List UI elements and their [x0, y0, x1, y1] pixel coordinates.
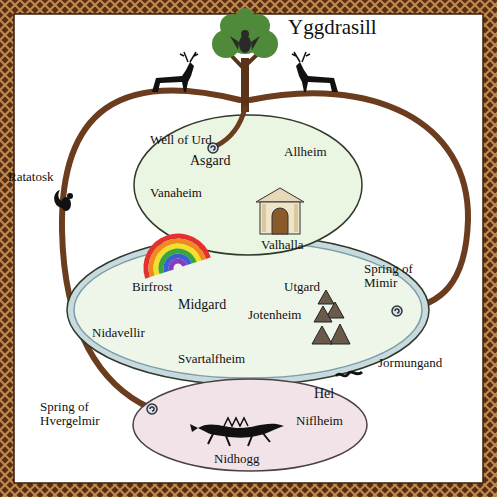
serpent — [336, 372, 362, 376]
ellipse-outline — [66, 234, 430, 386]
creature-label: Ratatosk — [8, 170, 54, 184]
deer — [152, 52, 198, 92]
deer — [292, 52, 338, 92]
title-label: Yggdrasill — [288, 16, 377, 38]
valhalla-hall — [256, 188, 304, 234]
realm-name: Asgard — [190, 154, 230, 169]
realm-name: Midgard — [178, 298, 226, 313]
tree-crown — [212, 8, 278, 58]
rainbow-bridge — [138, 228, 209, 278]
mountains — [312, 290, 350, 344]
eagle — [230, 30, 260, 53]
dragon — [190, 418, 284, 446]
spring-label: Spring of Hvergelmir — [40, 400, 112, 427]
ellipse-outline — [133, 114, 363, 256]
realm-ellipse: Hel — [132, 378, 368, 472]
realm-ellipse: Asgard — [133, 114, 363, 256]
realm-ellipse: Midgard — [66, 234, 430, 386]
realm-name: Hel — [314, 387, 334, 402]
spring-spiral — [147, 143, 402, 414]
squirrel — [54, 190, 73, 211]
root-to-well — [216, 108, 245, 146]
